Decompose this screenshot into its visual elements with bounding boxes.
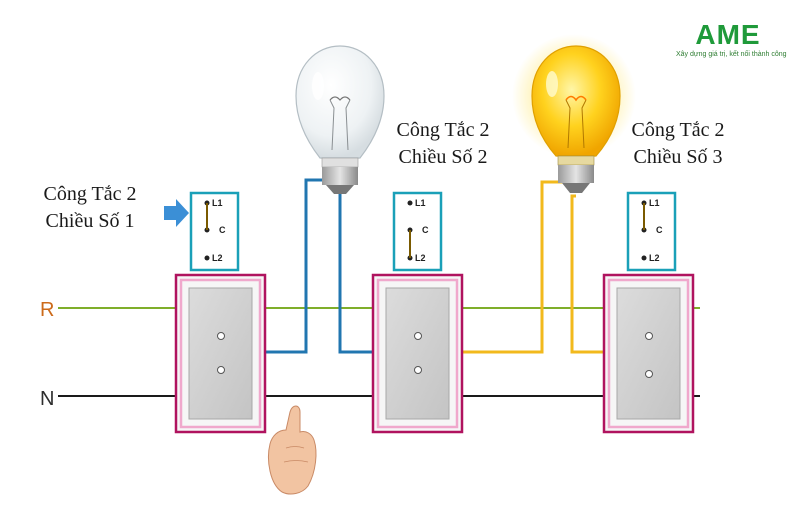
terminal-c-label: C — [656, 225, 663, 235]
terminal-l2-label: L2 — [415, 253, 426, 263]
pointer-arrow-icon — [164, 199, 189, 227]
terminal-c-label: C — [422, 225, 429, 235]
terminal-l2-label: L2 — [649, 253, 660, 263]
switch-2-label-line2: Chiều Số 2 — [398, 146, 488, 168]
switch-3-label-line1: Công Tắc 2 — [631, 119, 725, 141]
brand-logo: AME Xây dựng giá trị, kết nối thành công — [676, 19, 787, 59]
terminal-diagram-2: L1 C L2 — [392, 191, 443, 272]
pointing-hand-icon — [268, 405, 317, 495]
bulb-2-on — [512, 34, 636, 193]
blue-wire-bulb1-to-switch2 — [336, 188, 372, 354]
terminal-diagram-3: L1 C L2 — [626, 191, 677, 272]
logo-text: AME — [695, 19, 761, 50]
switch-1-label-line1: Công Tắc 2 — [43, 183, 137, 205]
yellow-wire-bulb2-to-switch3 — [570, 194, 604, 354]
bulb-1-off — [295, 45, 385, 194]
terminal-l1-label: L1 — [649, 198, 660, 208]
switch-2-label: Công Tắc 2 Chiều Số 2 — [383, 117, 503, 171]
switch-1-label-line2: Chiều Số 1 — [45, 210, 135, 232]
terminal-l1-label: L1 — [212, 198, 223, 208]
terminal-c-label: C — [219, 225, 226, 235]
switch-1-label: Công Tắc 2 Chiều Số 1 — [30, 181, 150, 235]
switch-3[interactable] — [602, 273, 695, 434]
n-line-label: N — [40, 388, 54, 410]
switch-2-label-line1: Công Tắc 2 — [396, 119, 490, 141]
terminal-l1-label: L1 — [415, 198, 426, 208]
blue-wire-switch1-to-bulb1 — [265, 178, 328, 354]
switch-2[interactable] — [371, 273, 464, 434]
terminal-l2-label: L2 — [212, 253, 223, 263]
yellow-wire-switch2-to-bulb2 — [462, 180, 566, 354]
switch-1[interactable] — [174, 273, 267, 434]
logo-slogan: Xây dựng giá trị, kết nối thành công — [676, 51, 787, 58]
switch-3-label-line2: Chiều Số 3 — [633, 146, 723, 168]
terminal-diagram-1: L1 C L2 — [189, 191, 240, 272]
switch-3-label: Công Tắc 2 Chiều Số 3 — [618, 117, 738, 171]
r-line-label: R — [40, 299, 54, 321]
